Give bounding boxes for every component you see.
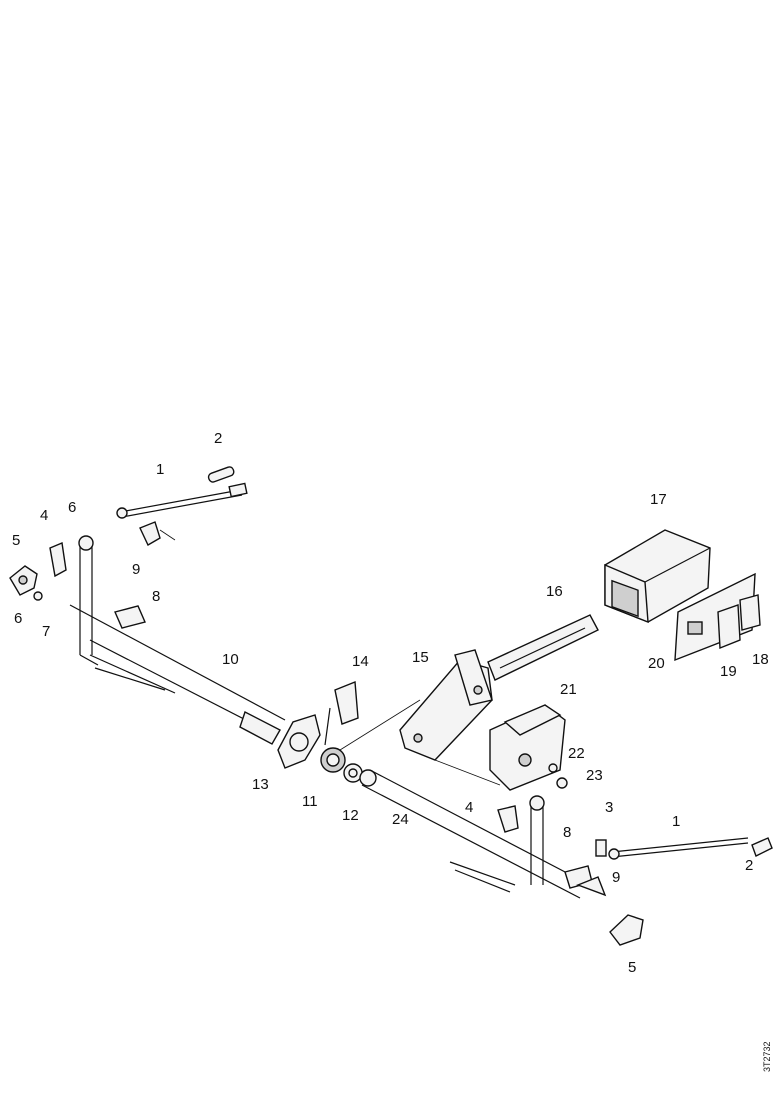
callout-13: 13 [252, 776, 269, 793]
arm-right [449, 861, 516, 893]
vertical-post-left [78, 535, 94, 655]
callout-21: 21 [560, 681, 577, 698]
housing-15 [399, 649, 493, 761]
callout-8-right: 8 [563, 824, 571, 841]
callout-17: 17 [650, 491, 667, 508]
callout-7: 7 [42, 623, 50, 640]
arm-left [89, 654, 176, 694]
main-tube-left [69, 604, 286, 745]
callout-1-upper: 1 [156, 461, 164, 478]
callout-9-right: 9 [612, 869, 620, 886]
callout-14: 14 [352, 653, 369, 670]
cover-plate-right [609, 914, 644, 946]
motor-17 [604, 529, 711, 624]
bracket-4-left [49, 542, 67, 578]
gear-11 [320, 747, 346, 773]
bracket-8-left [114, 605, 146, 629]
callout-2-lower: 2 [745, 857, 753, 874]
callout-3: 3 [605, 799, 613, 816]
lever-14 [324, 680, 359, 746]
connector-18 [739, 594, 761, 631]
callout-5-left: 5 [12, 532, 20, 549]
callout-labels: 1 2 9 4 5 6 6 7 8 10 13 14 11 12 15 16 1… [12, 430, 769, 976]
callout-15: 15 [412, 649, 429, 666]
linkage-rod-lower [608, 837, 749, 860]
leader-center [339, 699, 421, 751]
callout-20: 20 [648, 655, 665, 672]
callout-19: 19 [720, 663, 737, 680]
callout-2-upper: 2 [214, 430, 222, 447]
washer-23 [556, 777, 568, 789]
washer-left [33, 591, 43, 601]
bushing-12 [343, 763, 363, 783]
callout-22: 22 [568, 745, 585, 762]
callout-11: 11 [302, 793, 318, 810]
gearbox-21 [489, 704, 566, 791]
shaft-16 [487, 614, 599, 681]
callout-6-post: 6 [68, 499, 76, 516]
bracket-4-right [497, 805, 519, 833]
bracket-3 [595, 839, 607, 857]
cover-plate-left [9, 565, 38, 596]
callout-16: 16 [546, 583, 563, 600]
document-id: 3T2732 [762, 1041, 772, 1072]
callout-4-right: 4 [465, 799, 473, 816]
callout-24: 24 [392, 811, 409, 828]
leader-gearbox [434, 759, 501, 786]
linkage-rod-upper [116, 482, 248, 519]
gasket-13 [277, 714, 321, 769]
vertical-post-right [529, 795, 545, 885]
callout-4-left: 4 [40, 507, 48, 524]
bracket-9-upper [139, 521, 176, 546]
clip-upper [207, 466, 235, 483]
housing-19 [717, 604, 741, 650]
plate-20 [674, 572, 756, 662]
callout-18: 18 [752, 651, 769, 668]
callout-12: 12 [342, 807, 359, 824]
callout-10: 10 [222, 651, 239, 668]
callout-8-left: 8 [152, 588, 160, 605]
end-fitting-right [576, 876, 607, 897]
callout-6-washer: 6 [14, 610, 22, 627]
nut-22 [548, 763, 558, 773]
callout-23: 23 [586, 767, 603, 784]
lower-tube-24 [359, 769, 591, 899]
callout-9-upper: 9 [132, 561, 140, 578]
clip-lower [751, 837, 773, 857]
callout-1-lower: 1 [672, 813, 680, 830]
callout-5-right: 5 [628, 959, 636, 976]
